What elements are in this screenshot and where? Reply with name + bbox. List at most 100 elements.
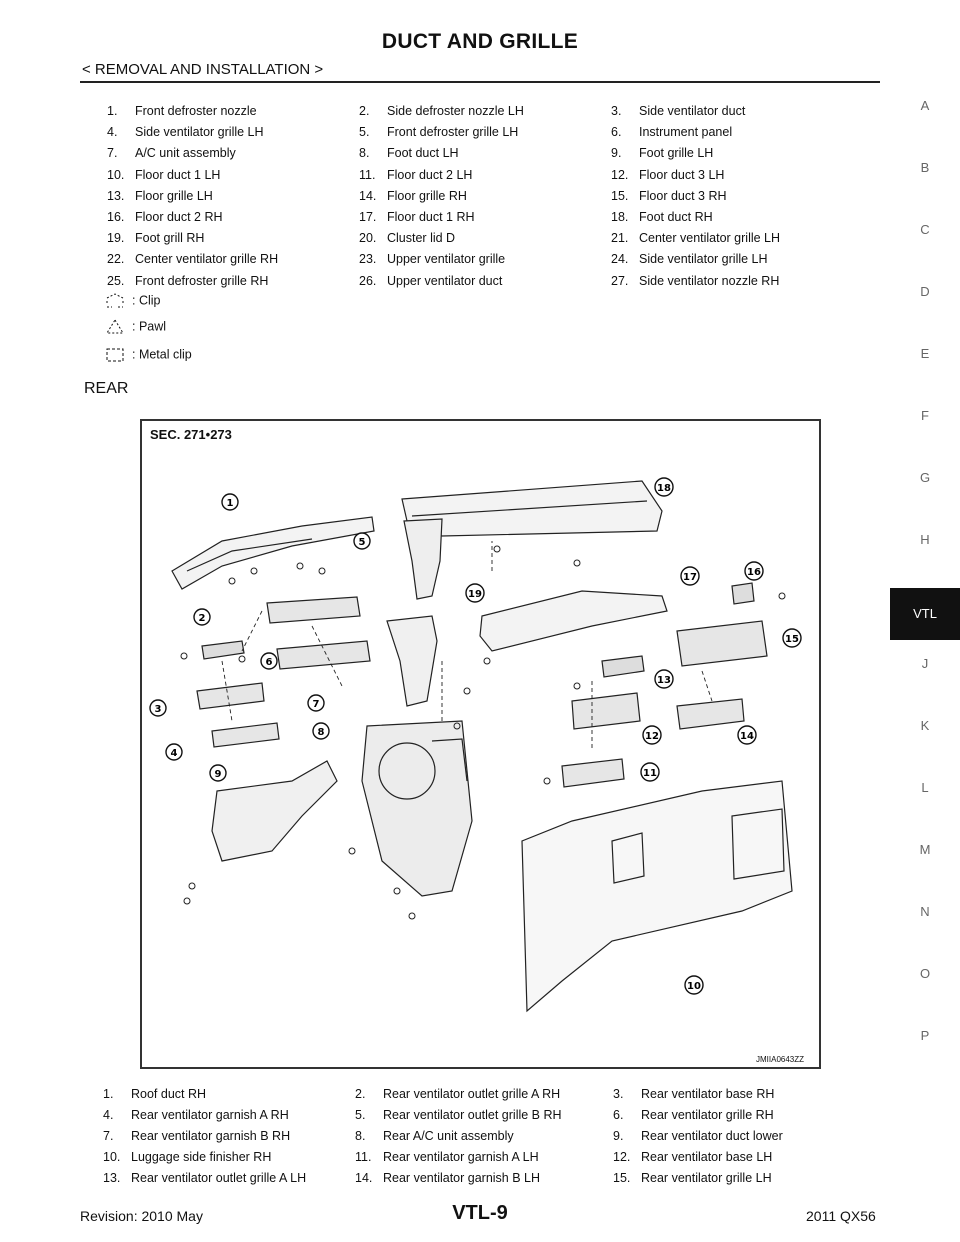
parts-list-label: Rear ventilator grille LH <box>641 1171 772 1185</box>
parts-list-item: 11.Rear ventilator garnish A LH <box>355 1150 539 1164</box>
legend-pawl-label: : Pawl <box>132 319 167 334</box>
parts-list-item: 3. Side ventilator duct <box>611 104 745 118</box>
footer-model: 2011 QX56 <box>806 1208 876 1224</box>
parts-list-item: 9.Foot grille LH <box>611 146 713 160</box>
parts-list-number: 23. <box>359 252 377 267</box>
parts-list-label: Side ventilator nozzle RH <box>639 273 780 288</box>
parts-list-number: 3. <box>611 104 622 118</box>
callout-8: 8 <box>312 722 330 740</box>
parts-list-number: 2. <box>359 104 370 118</box>
page-title: DUCT AND GRILLE <box>381 30 579 53</box>
svg-text:3: 3 <box>155 704 162 715</box>
footer-page-code: VTL-9 <box>452 1202 508 1224</box>
parts-list-label: Side ventilator grille LH <box>135 125 264 140</box>
parts-list-label: Rear ventilator base LH <box>641 1150 773 1164</box>
parts-list-label: Floor duct 1 RH <box>387 210 475 224</box>
parts-list-item: 3.Rear ventilator base RH <box>613 1087 774 1101</box>
parts-list-number: 10. <box>103 1150 121 1164</box>
parts-list-label: Rear ventilator grille RH <box>641 1108 774 1122</box>
parts-list-number: 15. <box>611 188 629 203</box>
side-index-n[interactable]: N <box>920 904 930 919</box>
parts-list-label: Floor duct 3 LH <box>639 167 725 182</box>
side-index-m[interactable]: M <box>919 842 931 857</box>
parts-list-number: 5. <box>355 1108 366 1122</box>
side-index-l[interactable]: L <box>921 780 929 795</box>
parts-list-item: 13.Floor grille LH <box>107 189 213 203</box>
parts-list-number: 13. <box>103 1171 121 1185</box>
side-index-vtl[interactable]: VTL <box>890 588 960 640</box>
side-index-g[interactable]: G <box>919 470 931 485</box>
parts-list-label: Side ventilator duct <box>639 104 746 118</box>
callout-13: 13 <box>654 669 674 689</box>
parts-list-label: Rear ventilator garnish A LH <box>383 1150 539 1164</box>
side-index-p[interactable]: P <box>920 1028 930 1043</box>
parts-list-item: 8.Rear A/C unit assembly <box>355 1129 514 1143</box>
parts-list-item: 24.Side ventilator grille LH <box>611 252 768 266</box>
svg-text:17: 17 <box>683 572 697 583</box>
parts-list-item: 21.Center ventilator grille LH <box>611 231 780 245</box>
parts-list-item: 9. Rear ventilator duct lower <box>613 1129 783 1143</box>
parts-list-number: 22. <box>107 252 125 267</box>
parts-list-number: 19. <box>107 231 125 246</box>
parts-list-number: 6. <box>611 125 622 140</box>
callout-7: 7 <box>307 694 325 712</box>
parts-list-number: 15. <box>613 1171 631 1185</box>
side-index-c[interactable]: C <box>920 222 930 237</box>
callout-6: 6 <box>260 652 278 670</box>
svg-text:2: 2 <box>199 613 206 624</box>
parts-list-label: Rear ventilator base RH <box>641 1087 775 1101</box>
parts-list-item: 27.Side ventilator nozzle RH <box>611 274 779 288</box>
side-index-k[interactable]: K <box>920 718 930 733</box>
parts-list-label: Floor duct 2 RH <box>135 210 223 224</box>
parts-list-number: 16. <box>107 210 125 224</box>
parts-list-number: 14. <box>359 188 377 203</box>
callout-4: 4 <box>165 743 183 761</box>
parts-list-item: 16. Floor duct 2 RH <box>107 210 223 224</box>
parts-list-number: 9. <box>613 1129 624 1143</box>
parts-list-number: 9. <box>611 146 622 161</box>
side-index-f[interactable]: F <box>921 408 929 423</box>
parts-list-item: 2.Rear ventilator outlet grille A RH <box>355 1087 560 1101</box>
figure-code: JMIIA0643ZZ <box>756 1055 805 1064</box>
parts-list-label: Rear ventilator outlet grille A LH <box>131 1171 307 1185</box>
parts-list-number: 13. <box>107 188 125 203</box>
legend-metal-clip-label: : Metal clip <box>132 347 192 362</box>
parts-list-label: Side defroster nozzle LH <box>387 104 524 118</box>
parts-list-label: Foot duct LH <box>387 146 459 161</box>
side-index-d[interactable]: D <box>920 284 930 299</box>
side-index-j[interactable]: J <box>921 656 929 671</box>
side-index-a[interactable]: A <box>920 98 930 113</box>
parts-list-item: 14.Floor grille RH <box>359 189 467 203</box>
parts-list-item: 10.Luggage side finisher RH <box>103 1150 271 1164</box>
parts-list-number: 7. <box>103 1129 114 1143</box>
callout-11: 11 <box>640 762 660 782</box>
parts-list-item: 5.Front defroster grille LH <box>359 125 518 139</box>
parts-list-label: Front defroster nozzle <box>135 104 257 118</box>
parts-list-item: 19.Foot grill RH <box>107 231 204 245</box>
svg-text:11: 11 <box>643 768 657 779</box>
parts-list-item: 12.Rear ventilator base LH <box>613 1150 772 1164</box>
parts-list-label: Floor duct 2 LH <box>387 167 473 182</box>
side-index-e[interactable]: E <box>920 346 930 361</box>
parts-list-item: 11. Floor duct 2 LH <box>359 168 472 182</box>
parts-list-item: 22.Center ventilator grille RH <box>107 252 278 266</box>
callout-15: 15 <box>782 628 802 648</box>
exploded-diagram: 1 2 3 4 5 6 7 8 9 10 11 12 13 14 15 16 1… <box>149 477 802 1013</box>
parts-list-number: 11. <box>359 167 376 182</box>
callout-2: 2 <box>193 608 211 626</box>
side-index-b[interactable]: B <box>920 160 930 175</box>
svg-text:4: 4 <box>171 748 178 759</box>
parts-list-label: Roof duct RH <box>131 1087 207 1101</box>
parts-list-label: Front defroster grille RH <box>135 273 269 288</box>
svg-text:6: 6 <box>266 657 273 668</box>
parts-list-label: A/C unit assembly <box>135 146 236 161</box>
parts-list-label: Rear ventilator duct lower <box>641 1129 783 1143</box>
parts-list-label: Rear ventilator outlet grille B RH <box>383 1108 562 1122</box>
side-index-o[interactable]: O <box>919 966 931 981</box>
header-divider <box>80 81 880 83</box>
parts-list-item: 14.Rear ventilator garnish B LH <box>355 1171 540 1185</box>
side-index-h[interactable]: H <box>920 532 930 547</box>
metal-clip-icon <box>106 348 124 362</box>
parts-list-label: Floor duct 3 RH <box>639 188 727 203</box>
parts-list-number: 25. <box>107 273 125 288</box>
